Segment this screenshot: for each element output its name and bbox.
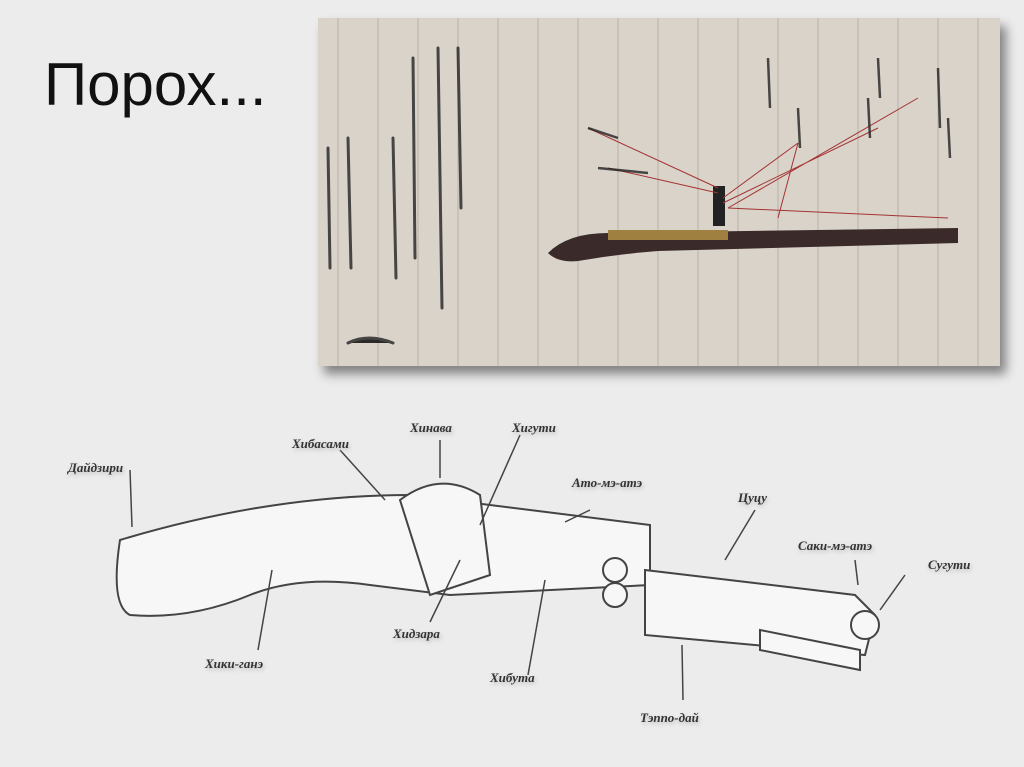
slide-title: Порох... — [44, 51, 267, 118]
label-tsutsu: Цуцу — [738, 490, 768, 505]
label-hibuta: Хибута — [490, 670, 535, 685]
label-hidzara: Хидзара — [393, 626, 440, 641]
label-ato-me-ate: Ато-мэ-атэ — [572, 475, 643, 490]
label-hinava: Хинава — [410, 420, 452, 435]
manuscript-drawing — [326, 18, 979, 366]
label-daidzuri: Дайдзири — [68, 460, 124, 475]
label-higuti: Хигути — [512, 420, 556, 435]
label-suguti: Сугути — [928, 557, 971, 572]
japanese-manuscript-image — [318, 18, 1000, 366]
label-hibasami: Хибасами — [292, 436, 349, 451]
label-saki-me-ate: Саки-мэ-атэ — [798, 538, 873, 553]
label-hiki-gane: Хики-ганэ — [205, 656, 263, 671]
matchlock-gun-diagram: Дайдзири Хибасами Хинава Хигути Ато-мэ-а… — [0, 400, 1024, 767]
label-teppo-dai: Тэппо-дай — [640, 710, 699, 725]
gun-line-drawing — [115, 434, 906, 701]
